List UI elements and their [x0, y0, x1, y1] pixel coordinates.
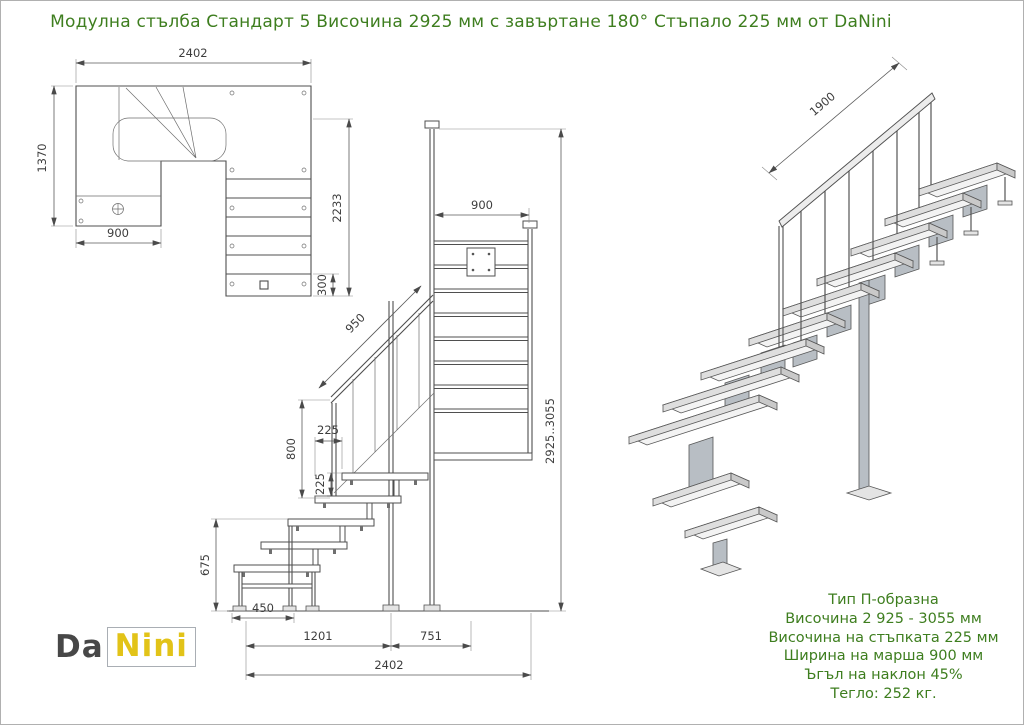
- logo-text-nini: Nini: [106, 627, 196, 667]
- iso-treads: [627, 162, 1017, 540]
- elev-dim-riser-height: 225: [313, 473, 327, 495]
- danini-logo: Da Nini: [55, 627, 196, 667]
- iso-bracket-stubs: [929, 177, 1013, 266]
- elev-dim-lower-height: 675: [198, 554, 212, 576]
- plan-dim-offset: 300: [315, 274, 329, 296]
- spec-height: Височина 2 925 - 3055 мм: [785, 610, 982, 627]
- elevation-view: 900 950 800 225 225 2925..3055 675 450 1…: [198, 120, 566, 680]
- logo-text-da: Da: [55, 629, 104, 665]
- plan-dim-march-width: 900: [107, 226, 129, 240]
- elev-dim-total-height: 2925..3055: [543, 398, 557, 464]
- plan-dim-depth: 1370: [35, 143, 49, 172]
- elev-dim-total-run: 2402: [374, 658, 403, 672]
- elev-dim-rail-width: 900: [471, 198, 493, 212]
- elevation-treads: [233, 452, 533, 577]
- spec-march-width: Ширина на марша 900 мм: [783, 648, 984, 665]
- specs-block: Тип П-образна Височина 2 925 - 3055 мм В…: [761, 591, 1006, 704]
- spec-weight: Тегло: 252 кг.: [830, 685, 937, 702]
- plan-dim-flight-length: 2233: [330, 193, 344, 222]
- elev-dim-rail-height: 800: [284, 438, 298, 460]
- bottom-module-legs: [232, 526, 320, 612]
- elev-dim-tread-depth: 225: [317, 423, 339, 437]
- iso-support-post: [845, 279, 893, 501]
- spec-step-height: Височина на стъпката 225 мм: [768, 629, 999, 646]
- plan-section-marker: [259, 280, 269, 290]
- plan-fastener-marks: [78, 90, 307, 287]
- spec-type: Тип П-образна: [828, 592, 939, 608]
- plan-post-symbol: [112, 203, 124, 215]
- elev-dim-run-right: 751: [420, 629, 442, 643]
- iso-dim-handrail-length: 1900: [807, 89, 838, 119]
- page-title: Модулна стълба Стандарт 5 Височина 2925 …: [50, 12, 892, 32]
- landing-railing: [433, 240, 529, 413]
- spec-angle: Ъгъл на наклон 45%: [804, 667, 963, 684]
- plan-view: 2402 1370 900 2233 300: [35, 46, 353, 297]
- iso-view: 1900: [627, 56, 1017, 577]
- elev-dim-rail-length: 950: [342, 310, 367, 335]
- elev-dim-run-left: 1201: [303, 629, 332, 643]
- plan-dim-total-width: 2402: [178, 46, 207, 60]
- elev-dim-first-module: 450: [252, 601, 274, 615]
